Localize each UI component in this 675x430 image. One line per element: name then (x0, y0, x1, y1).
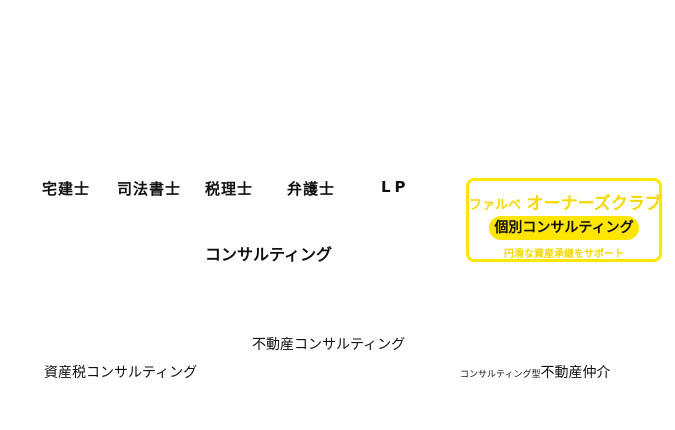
nav-item-bengoshi[interactable]: 弁護士 (287, 180, 336, 198)
banner-club: オーナーズクラブ (526, 194, 662, 214)
banner-pill: 個別コンサルティング (489, 216, 639, 240)
banner-brand: ファルベ (469, 198, 522, 213)
banner-tagline: 円滑な資産承継をサポート (504, 249, 624, 260)
nav-item-shihoshoshi[interactable]: 司法書士 (117, 180, 182, 198)
nav-item-lp[interactable]: LP (381, 178, 410, 196)
nav-item-zeirishi[interactable]: 税理士 (205, 180, 254, 198)
asset-tax-consulting-link[interactable]: 資産税コンサルティング (44, 365, 198, 381)
banner-title: ファルベ オーナーズクラブ (469, 189, 662, 214)
brokerage-main: 不動産仲介 (540, 365, 611, 381)
consulting-brokerage-link[interactable]: コンサルティング型不動産仲介 (460, 362, 610, 382)
nav-item-takken[interactable]: 宅建士 (42, 180, 91, 198)
owners-club-banner[interactable]: ファルベ オーナーズクラブ 個別コンサルティング 円滑な資産承継をサポート (466, 178, 662, 262)
consulting-link[interactable]: コンサルティング (205, 245, 333, 264)
brokerage-prefix: コンサルティング型 (460, 370, 541, 380)
real-estate-consulting-link[interactable]: 不動産コンサルティング (252, 337, 406, 353)
